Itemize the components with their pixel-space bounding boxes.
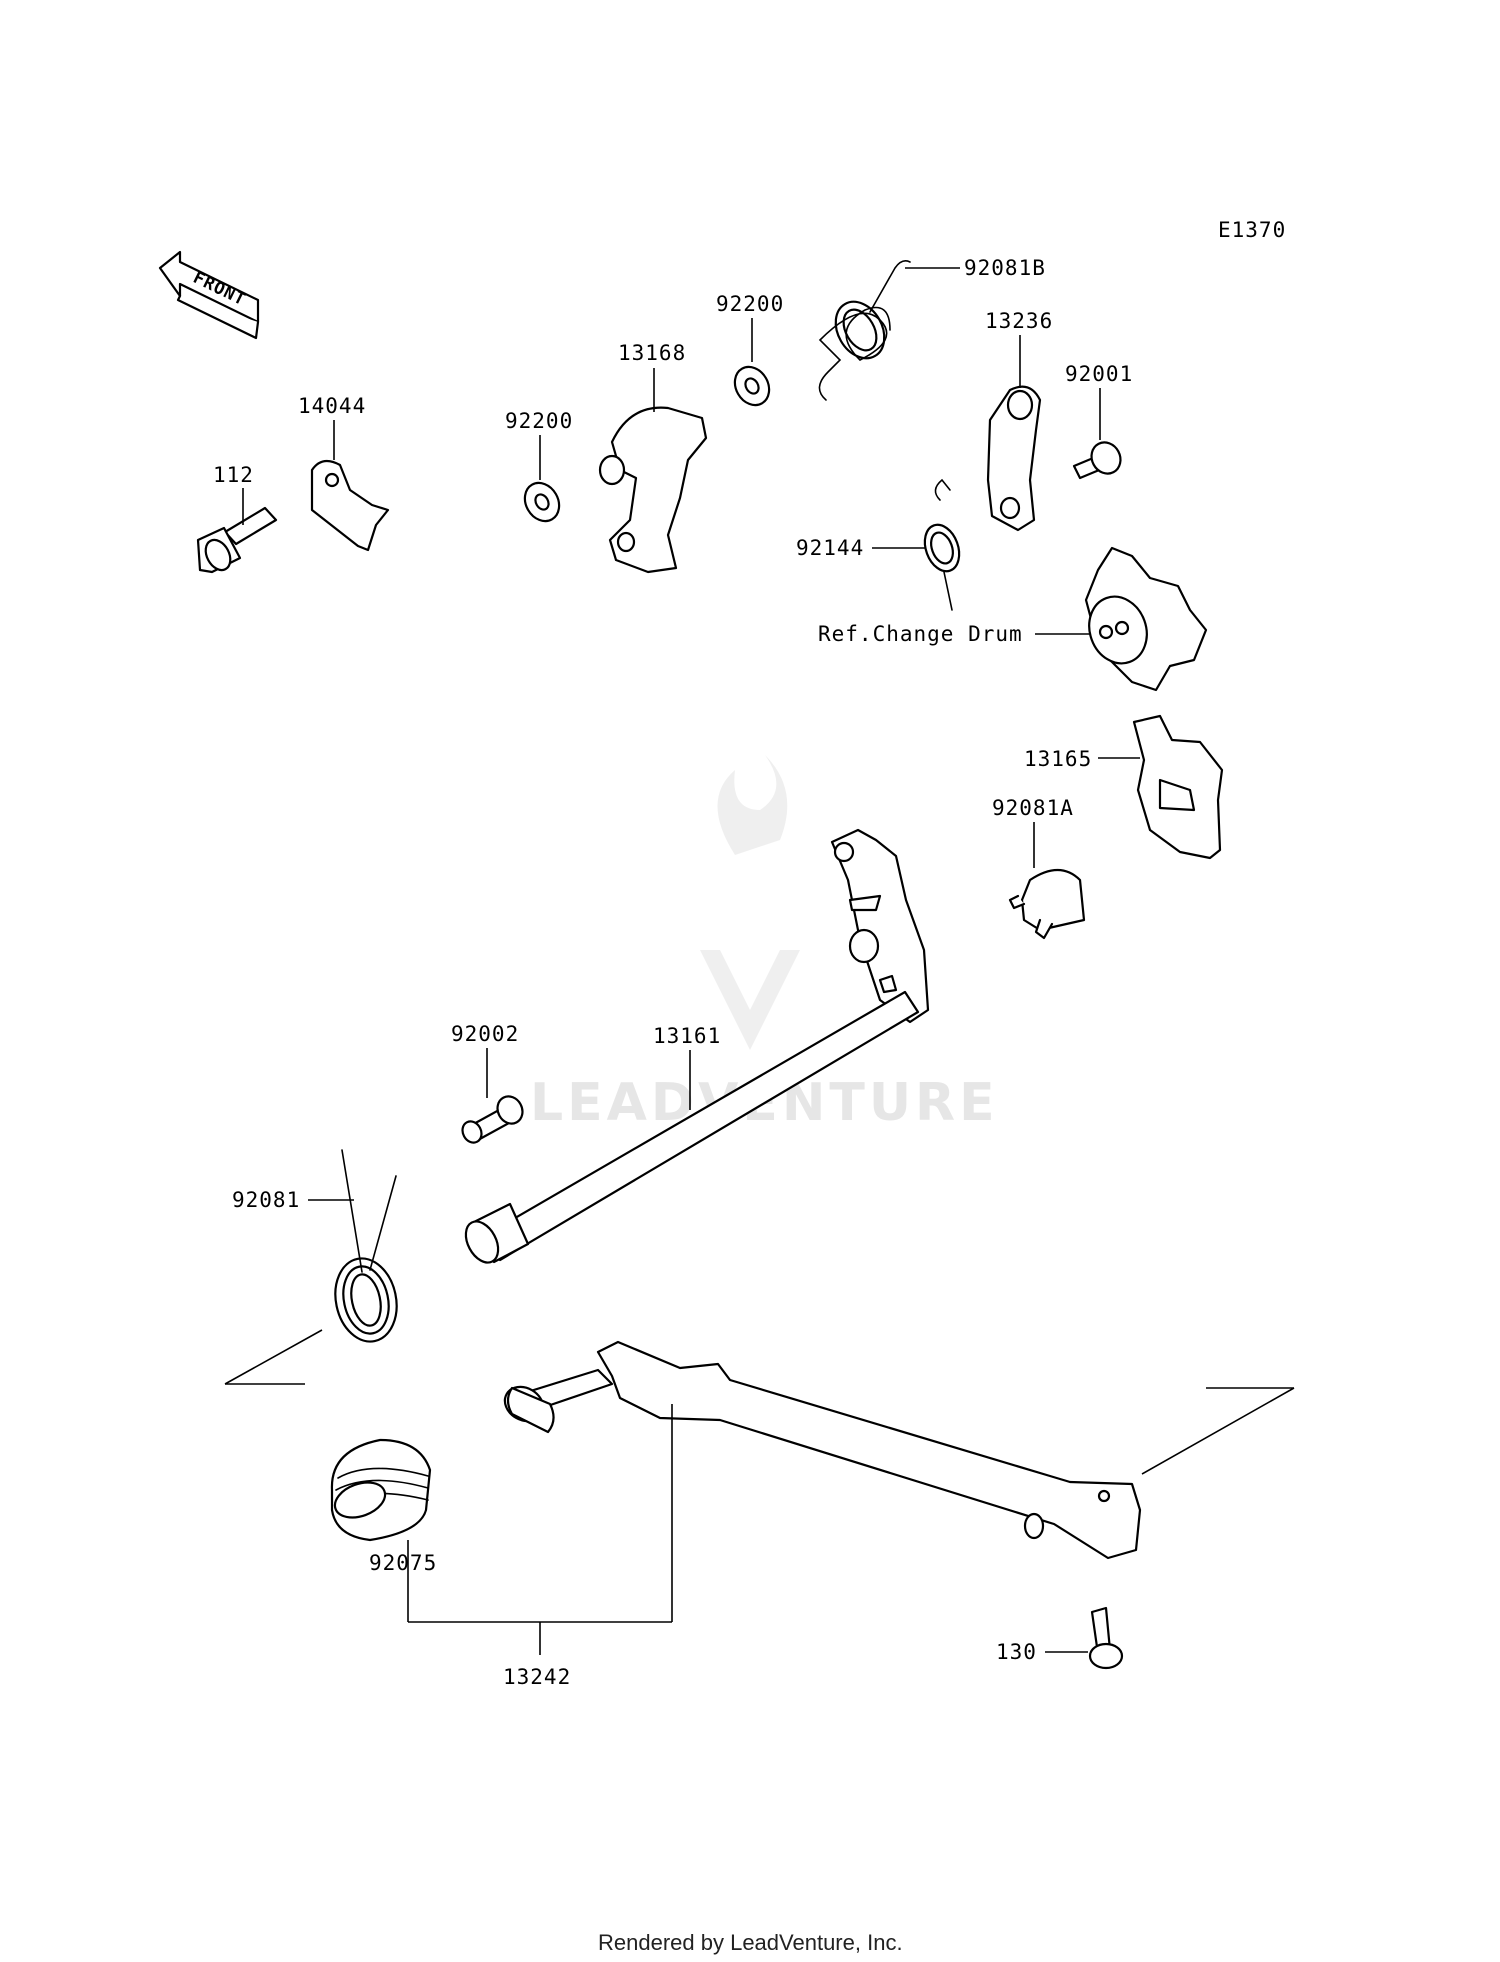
- part-label-130[interactable]: 130: [996, 1640, 1037, 1664]
- part-label-13242[interactable]: 13242: [503, 1665, 571, 1689]
- bolt-130[interactable]: [1088, 1606, 1124, 1670]
- change-drum-ref: [1084, 546, 1208, 692]
- pedal-rubber-92075[interactable]: [330, 1438, 432, 1542]
- plate-13165[interactable]: [1132, 714, 1224, 860]
- spring-92144[interactable]: [919, 478, 965, 611]
- part-label-92081B[interactable]: 92081B: [964, 256, 1046, 280]
- part-label-13161[interactable]: 13161: [653, 1024, 721, 1048]
- shift-pedal-13242[interactable]: [499, 1340, 1142, 1560]
- plate-13236[interactable]: [986, 385, 1042, 532]
- stud-92002[interactable]: [459, 1092, 527, 1146]
- footer-credit: Rendered by LeadVenture, Inc.: [598, 1930, 903, 1955]
- bolt-112[interactable]: [196, 506, 278, 574]
- part-label-14044[interactable]: 14044: [298, 394, 366, 418]
- part-label-112[interactable]: 112: [213, 463, 254, 487]
- bracket-14044[interactable]: [310, 459, 390, 552]
- shift-arm-13168[interactable]: [598, 406, 708, 574]
- part-label-92001[interactable]: 92001: [1065, 362, 1133, 386]
- ref-change-drum-label: Ref.Change Drum: [818, 622, 1023, 646]
- part-label-92144[interactable]: 92144: [796, 536, 864, 560]
- part-label-92081A[interactable]: 92081A: [992, 796, 1074, 820]
- clip-92081A[interactable]: [1008, 868, 1086, 940]
- washer-92200-left[interactable]: [518, 477, 566, 528]
- diagram-code: E1370: [1218, 218, 1286, 242]
- part-label-92200-top[interactable]: 92200: [716, 292, 784, 316]
- spring-92081[interactable]: [328, 1149, 404, 1347]
- spring-92081B[interactable]: [818, 260, 911, 401]
- part-label-13168[interactable]: 13168: [618, 341, 686, 365]
- bolt-92001[interactable]: [1072, 437, 1126, 480]
- part-label-13236[interactable]: 13236: [985, 309, 1053, 333]
- shift-shaft-13161[interactable]: [459, 828, 930, 1268]
- part-label-92081[interactable]: 92081: [232, 1188, 300, 1212]
- part-label-92075[interactable]: 92075: [369, 1551, 437, 1575]
- washer-92200-top[interactable]: [728, 361, 776, 412]
- part-label-92002[interactable]: 92002: [451, 1022, 519, 1046]
- part-label-13165[interactable]: 13165: [1024, 747, 1092, 771]
- front-arrow-icon: FRONT: [158, 250, 260, 340]
- part-label-92200-left[interactable]: 92200: [505, 409, 573, 433]
